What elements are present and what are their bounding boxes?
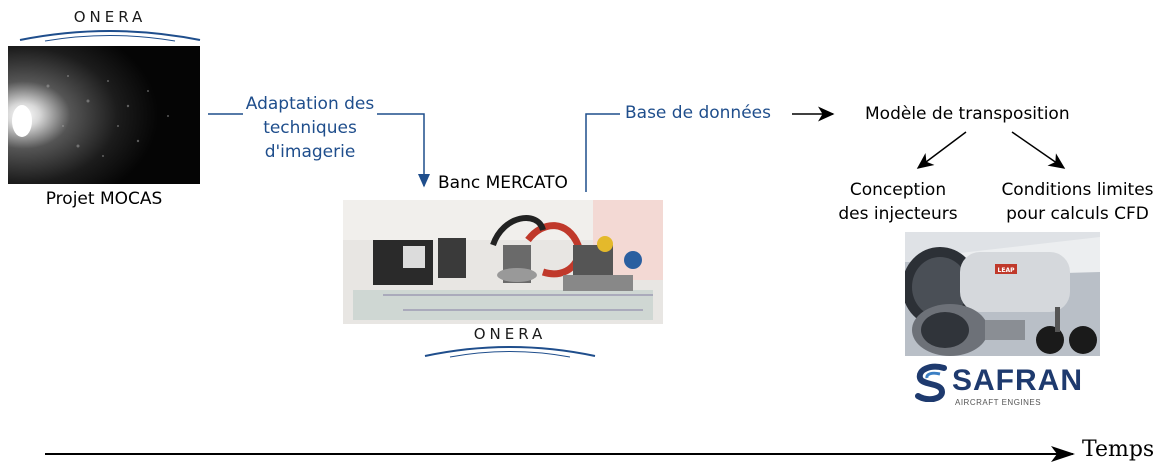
safran-logo-text: SAFRAN (952, 364, 1083, 397)
mercato-label: Banc MERCATO (438, 173, 568, 193)
conditions-label: Conditions limites pour calculs CFD (985, 178, 1170, 226)
mocas-label: Projet MOCAS (45, 189, 163, 209)
conditions-line2: pour calculs CFD (1006, 204, 1149, 224)
onera-logo-top-text: ONERA (73, 8, 147, 26)
engine-image: LEAP (905, 232, 1100, 356)
safran-s-icon (915, 363, 947, 402)
mercato-image (343, 200, 663, 324)
conception-line1: Conception (849, 180, 947, 200)
leap-badge: LEAP (998, 267, 1016, 274)
arrow-model-to-conception (916, 131, 967, 169)
conception-label: Conception des injecteurs (818, 178, 978, 226)
onera-logo-bottom-arc (424, 346, 596, 358)
adaptation-line3: d'imagerie (264, 142, 356, 162)
safran-logo-subtitle: AIRCRAFT ENGINES (955, 398, 1042, 407)
adaptation-line1: Adaptation des (242, 92, 378, 116)
onera-logo-bottom-text: ONERA (473, 325, 547, 343)
conception-line2: des injecteurs (838, 204, 958, 224)
model-label: Modèle de transposition (865, 104, 1070, 124)
edge-label-database: Base de données (625, 103, 771, 123)
conditions-line1: Conditions limites (1001, 180, 1154, 200)
leap-badge-bg (995, 264, 1017, 274)
onera-logo-top-arc (19, 30, 201, 42)
edge-label-adaptation: Adaptation des techniques d'imagerie (225, 92, 395, 164)
mocas-image (8, 46, 200, 184)
adaptation-line2: techniques (263, 118, 357, 138)
arrow-mercato-to-model (585, 113, 620, 192)
timeline-label: Temps (1082, 437, 1155, 462)
arrow-model-to-conditions (1011, 131, 1066, 169)
